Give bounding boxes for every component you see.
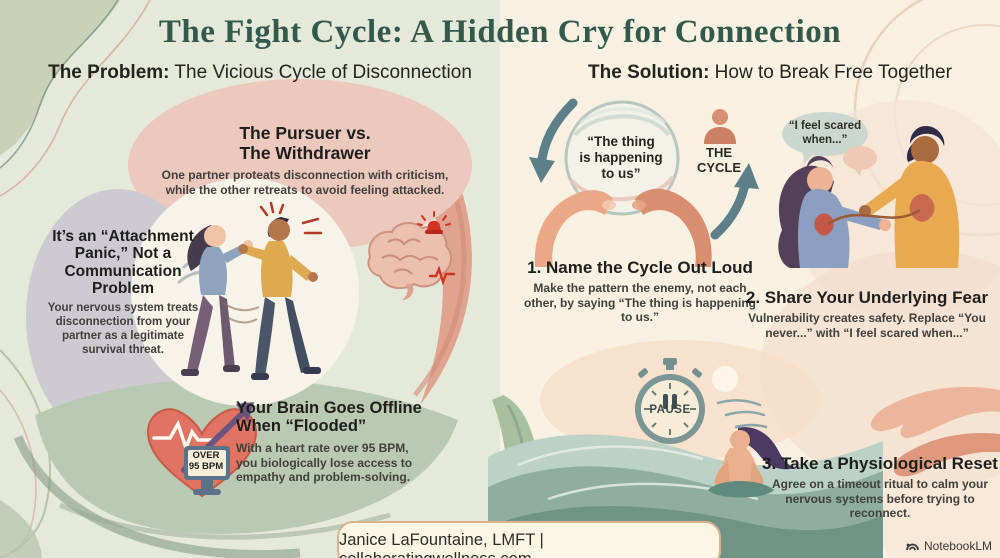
- reaching-hand-illustration: [870, 386, 1000, 477]
- alarm-icon: [417, 211, 451, 234]
- pursuer-body-line2: while the other retreats to avoid feelin…: [165, 182, 445, 197]
- bottom-left-organic-decor: [0, 349, 51, 558]
- pause-label: PAUSE: [649, 404, 691, 416]
- arguing-couple-illustration: [176, 201, 323, 380]
- step-3-title: 3. Take a Physiological Reset: [762, 454, 998, 473]
- flooded-heart-illustration: [146, 402, 258, 498]
- hands-holding-cycle-illustration: [529, 98, 759, 267]
- brain-alarm-illustration: [367, 211, 456, 300]
- card-attachment-panic: It’s an “Attachment Panic,” Not a Commun…: [40, 228, 206, 358]
- fear-speech-bubble: “I feel scared when...”: [782, 112, 868, 156]
- step-1-body: Make the pattern the enemy, not each oth…: [523, 281, 757, 325]
- meditating-woman-illustration: [708, 427, 795, 498]
- cycle-quote: “The thing is happening to us”: [566, 134, 676, 183]
- cycle-person-icon: [704, 109, 736, 144]
- attachment-title: It’s an “Attachment Panic,” Not a Commun…: [52, 228, 194, 298]
- problem-subtitle: The Vicious Cycle of Disconnection: [169, 62, 472, 83]
- bubble-line1: “I feel scared: [788, 120, 862, 133]
- solution-heading: The Solution: How to Break Free Together: [560, 62, 980, 84]
- credit-text: Janice LaFountaine, LMFT | collaborating…: [339, 531, 544, 558]
- step-3-body: Agree on a timeout ritual to calm your n…: [771, 477, 989, 521]
- attachment-body: Your nervous system treats disconnection…: [47, 302, 199, 357]
- ekg-line-icon: [428, 265, 456, 286]
- flooded-title-line1: Your Brain Goes Offline: [236, 399, 422, 417]
- monitor-line1: OVER: [192, 450, 220, 461]
- solution-label: The Solution:: [588, 62, 710, 83]
- sharing-couple-illustration: [778, 126, 960, 268]
- pursuer-title-line1: The Pursuer vs.: [239, 123, 371, 143]
- cycle-quote-line2: is happening: [579, 150, 663, 166]
- step-3-physiological-reset: 3. Take a Physiological Reset Agree on a…: [762, 454, 998, 521]
- cycle-label-line2: CYCLE: [696, 159, 742, 175]
- card-brain-offline: Your Brain Goes Offline When “Flooded” W…: [236, 399, 432, 485]
- step-1-name-the-cycle: 1. Name the Cycle Out Loud Make the patt…: [520, 258, 760, 325]
- page-title: The Fight Cycle: A Hidden Cry for Connec…: [158, 14, 842, 50]
- flooded-body: With a heart rate over 95 BPM, you biolo…: [236, 440, 413, 485]
- speech-bubble-tail: [798, 146, 818, 166]
- notebooklm-watermark: NotebookLM: [905, 539, 992, 553]
- cycle-quote-line3: to us”: [601, 166, 641, 182]
- pale-sun-decor: [712, 366, 738, 392]
- credit-banner: Janice LaFountaine, LMFT | collaborating…: [337, 521, 721, 558]
- step-2-title: 2. Share Your Underlying Fear: [745, 288, 989, 307]
- bubble-line2: when...”: [802, 134, 848, 146]
- reply-bubble-tail: [852, 166, 863, 176]
- solution-subtitle: How to Break Free Together: [709, 62, 952, 83]
- cycle-label: THE CYCLE: [694, 145, 744, 176]
- monitor-readout: OVER 95 BPM: [187, 450, 225, 473]
- cycle-label-line1: THE: [706, 145, 732, 160]
- monitor-icon: [184, 446, 230, 495]
- problem-cycle-swirl: [13, 79, 472, 558]
- problem-heading: The Problem: The Vicious Cycle of Discon…: [40, 62, 480, 84]
- step-2-share-fear: 2. Share Your Underlying Fear Vulnerabil…: [742, 288, 992, 340]
- pause-stopwatch-icon: [635, 358, 705, 444]
- card-pursuer-vs-withdrawer: The Pursuer vs. The Withdrawer One partn…: [148, 123, 462, 197]
- flooded-title-line2: When “Flooded”: [236, 417, 367, 436]
- monitor-line2: 95 BPM: [188, 461, 224, 473]
- problem-label: The Problem:: [48, 62, 170, 83]
- notebooklm-logo-icon: [906, 543, 919, 551]
- step-1-title: 1. Name the Cycle Out Loud: [527, 258, 753, 277]
- cycle-quote-line1: “The thing: [587, 134, 655, 149]
- top-left-organic-decor: [0, 0, 151, 197]
- watermark-text: NotebookLM: [923, 539, 992, 553]
- step-2-body: Vulnerability creates safety. Replace “Y…: [748, 311, 986, 340]
- pursuer-title-line2: The Withdrawer: [239, 142, 371, 163]
- pursuer-body-line1: One partner proteats disconnection with …: [161, 168, 449, 183]
